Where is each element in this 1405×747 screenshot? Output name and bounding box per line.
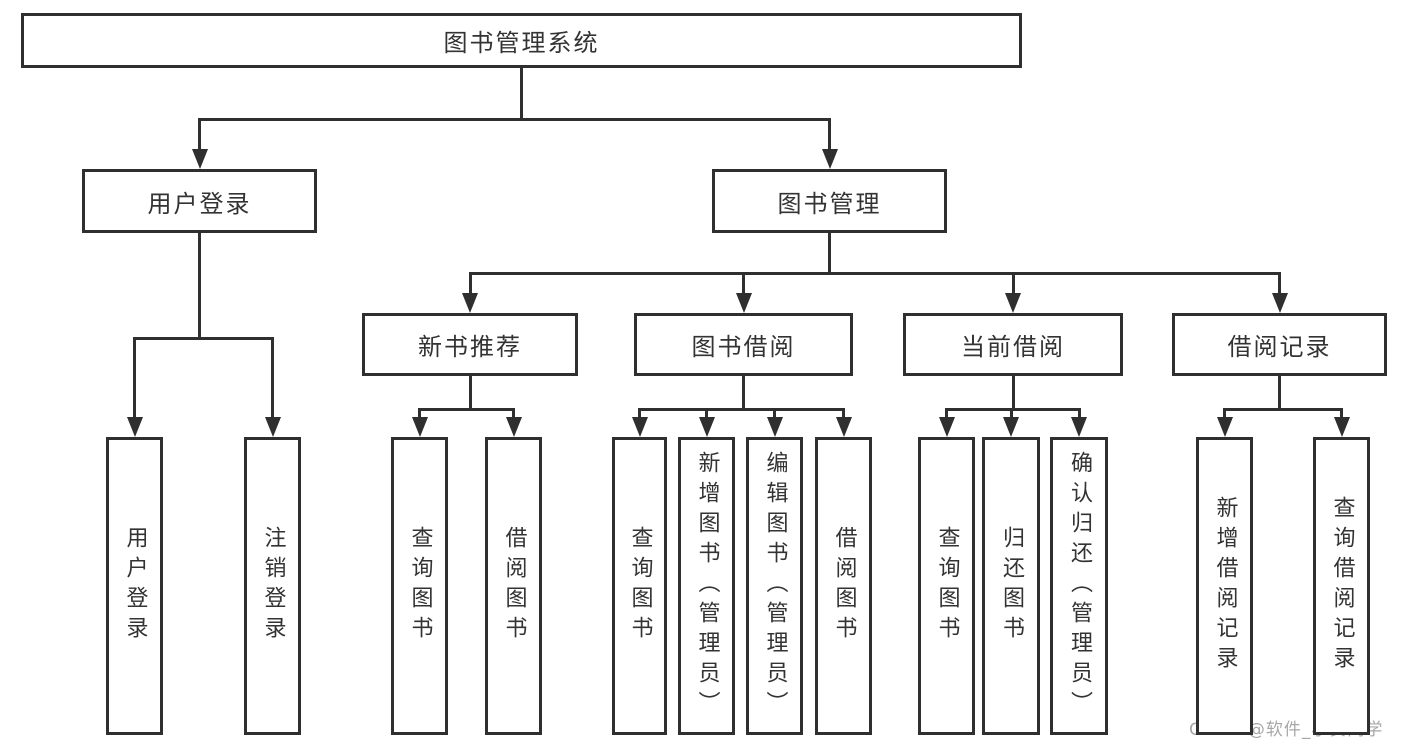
arrowhead-icon: [411, 417, 428, 437]
connector-line: [828, 233, 831, 275]
connector-line: [1340, 408, 1343, 419]
node-leaf-confirm-return-admin: 确认归还（管理员）: [1050, 437, 1108, 735]
node-leaf-edit-books-admin: 编辑图书（管理员）: [746, 437, 803, 735]
node-label-leaf-add-books-admin: 新增图书（管理员）: [694, 451, 720, 721]
arrowhead-icon: [821, 149, 838, 169]
node-label-leaf-query-books-current: 查询图书: [934, 526, 960, 646]
node-label-leaf-logout: 注销登录: [260, 526, 286, 646]
node-label-leaf-query-borrow-record: 查询借阅记录: [1329, 496, 1355, 676]
connector-line: [1278, 272, 1281, 295]
node-current-borrowing: 当前借阅: [903, 313, 1123, 376]
arrowhead-icon: [1071, 417, 1087, 437]
node-leaf-add-borrow-record: 新增借阅记录: [1196, 437, 1253, 735]
node-label-root: 图书管理系统: [443, 29, 600, 57]
node-label-book-borrowing: 图书借阅: [691, 333, 796, 361]
connector-line: [842, 408, 845, 419]
connector-line: [418, 408, 515, 411]
node-label-new-book-recommend: 新书推荐: [418, 333, 522, 361]
node-leaf-borrow-books-recommend: 借阅图书: [485, 437, 542, 735]
node-label-leaf-borrow-books-recommend: 借阅图书: [501, 526, 527, 646]
connector-line: [638, 408, 641, 419]
connector-line: [1009, 408, 1013, 419]
arrowhead-icon: [1003, 417, 1019, 437]
connector-line: [828, 118, 831, 151]
node-leaf-query-books-current: 查询图书: [918, 437, 975, 735]
arrowhead-icon: [735, 293, 752, 313]
node-new-book-recommend: 新书推荐: [362, 313, 578, 376]
connector-line: [468, 272, 1281, 275]
connector-line: [638, 408, 845, 411]
connector-line: [945, 408, 1081, 411]
connector-line: [773, 408, 776, 419]
node-label-leaf-borrow-books-borrowing: 借阅图书: [831, 526, 857, 646]
node-leaf-query-borrow-record: 查询借阅记录: [1313, 437, 1370, 735]
connector-line: [1278, 376, 1281, 411]
node-label-borrowing-records: 借阅记录: [1227, 333, 1332, 361]
arrowhead-icon: [631, 417, 648, 437]
node-label-user-login: 用户登录: [147, 189, 252, 218]
arrowhead-icon: [766, 417, 783, 437]
arrowhead-icon: [698, 417, 715, 437]
arrowhead-icon: [126, 417, 143, 437]
arrowhead-icon: [505, 417, 522, 437]
node-user-login: 用户登录: [82, 169, 317, 233]
node-leaf-return-books: 归还图书: [982, 437, 1040, 735]
node-leaf-add-books-admin: 新增图书（管理员）: [678, 437, 735, 735]
node-label-leaf-query-books-recommend: 查询图书: [407, 526, 433, 646]
node-label-leaf-return-books: 归还图书: [999, 526, 1024, 646]
arrowhead-icon: [1005, 293, 1021, 313]
connector-line: [945, 408, 948, 419]
node-leaf-borrow-books-borrowing: 借阅图书: [815, 437, 872, 735]
connector-line: [520, 68, 523, 121]
node-label-leaf-user-login: 用户登录: [122, 526, 148, 646]
node-book-management: 图书管理: [712, 169, 947, 233]
arrowhead-icon: [264, 417, 281, 437]
node-book-borrowing: 图书借阅: [634, 313, 853, 376]
connector-line: [1011, 272, 1015, 295]
node-leaf-query-books-borrowing: 查询图书: [612, 437, 667, 735]
node-label-leaf-query-books-borrowing: 查询图书: [627, 526, 653, 646]
connector-line: [271, 337, 274, 419]
connector-line: [1223, 408, 1226, 419]
arrowhead-icon: [1216, 417, 1233, 437]
arrowhead-icon: [191, 149, 208, 169]
node-root: 图书管理系统: [21, 13, 1022, 68]
node-label-leaf-edit-books-admin: 编辑图书（管理员）: [762, 451, 788, 721]
node-leaf-query-books-recommend: 查询图书: [391, 437, 448, 735]
arrowhead-icon: [938, 417, 955, 437]
connector-line: [1011, 376, 1015, 411]
connector-line: [468, 376, 472, 411]
node-label-leaf-confirm-return-admin: 确认归还（管理员）: [1067, 451, 1092, 721]
connector-line: [512, 408, 515, 419]
connector-line: [418, 408, 421, 419]
node-label-book-management: 图书管理: [777, 189, 882, 218]
connector-line: [742, 272, 745, 295]
node-label-current-borrowing: 当前借阅: [961, 333, 1065, 361]
connector-line: [133, 337, 274, 340]
arrowhead-icon: [835, 417, 852, 437]
arrowhead-icon: [462, 293, 478, 313]
arrowhead-icon: [1333, 417, 1350, 437]
connector-line: [1077, 408, 1081, 419]
node-label-leaf-add-borrow-record: 新增借阅记录: [1212, 496, 1238, 676]
connector-line: [198, 118, 831, 121]
connector-line: [742, 376, 745, 411]
connector-line: [198, 233, 201, 340]
node-leaf-logout: 注销登录: [244, 437, 301, 735]
node-borrowing-records: 借阅记录: [1172, 313, 1387, 376]
connector-line: [133, 337, 136, 419]
node-leaf-user-login: 用户登录: [106, 437, 163, 735]
connector-line: [1223, 408, 1343, 411]
connector-line: [705, 408, 708, 419]
arrowhead-icon: [1271, 293, 1288, 313]
connector-line: [468, 272, 472, 295]
connector-line: [198, 118, 201, 151]
